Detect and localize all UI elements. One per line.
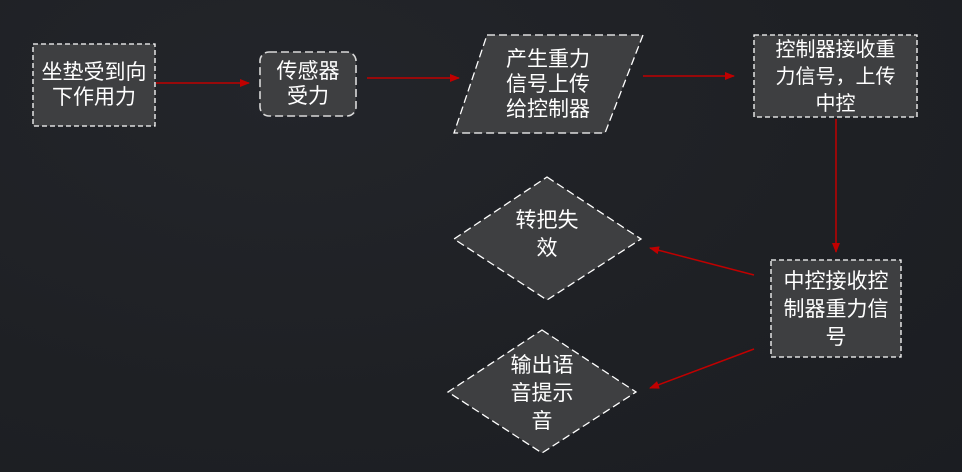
node-d2-shape[interactable] <box>446 329 638 454</box>
node-n3-label: 产生重力 信号上传 给控制器 <box>506 46 590 121</box>
node-d2-label: 输出语 音提示 音 <box>510 353 574 433</box>
edge-n5-d1 <box>649 246 755 276</box>
edge-n5-d2 <box>649 348 755 389</box>
node-n1-label: 坐垫受到向 下作用力 <box>41 60 147 109</box>
node-d1-shape[interactable] <box>452 176 643 301</box>
node-n3-shape[interactable] <box>453 34 644 134</box>
node-n2-shape[interactable] <box>259 51 357 117</box>
node-n5-shape[interactable] <box>770 259 902 358</box>
node-n4-shape[interactable] <box>753 34 918 118</box>
connectors <box>156 72 840 389</box>
node-n2-label: 传感器 受力 <box>276 59 340 108</box>
node-n4-label: 控制器接收重 力信号，上传 中控 <box>775 36 896 115</box>
nodes <box>32 34 918 454</box>
node-d1-label: 转把失 效 <box>515 208 579 260</box>
node-n1-shape[interactable] <box>32 43 156 127</box>
node-n5-label: 中控接收控 制器重力信 号 <box>783 268 889 349</box>
